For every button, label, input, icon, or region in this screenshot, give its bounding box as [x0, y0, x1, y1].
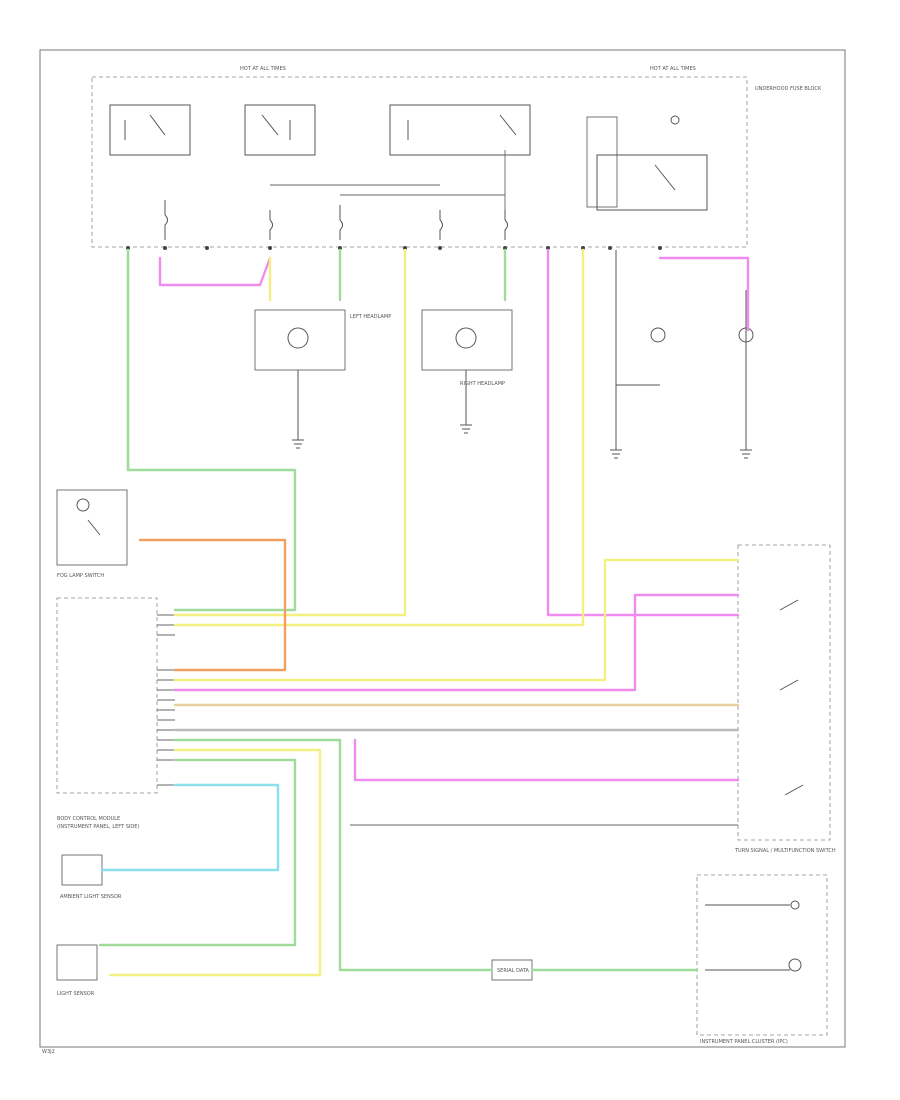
wire-pink-7: [173, 593, 740, 692]
ground-icon: [610, 449, 622, 459]
wire-yellow-10: [173, 248, 407, 617]
relay-group-2: [244, 104, 316, 156]
relay-coil-icon: [109, 104, 191, 156]
wire-yellow-11: [173, 248, 585, 627]
switch-icon: [76, 498, 90, 512]
bcm-sub-label: (INSTRUMENT PANEL, LEFT SIDE): [57, 824, 139, 830]
lamp-icon: [738, 327, 754, 343]
wire-pink-6: [546, 248, 740, 617]
lamp-icon: [650, 327, 666, 343]
underhood-fuse-block: [91, 76, 748, 248]
fog-relay-box: [586, 116, 618, 208]
wire-cyan-19: [100, 783, 280, 872]
right-headlamp-label: RIGHT HEADLAMP: [460, 381, 505, 387]
ground-group: [292, 250, 754, 459]
ground-icon: [460, 424, 472, 434]
wire-green-18: [98, 758, 297, 947]
sensor-module-box: [61, 854, 103, 886]
bcm-box: [56, 597, 158, 794]
fog-lamp-switch-label: FOG LAMP SWITCH: [57, 573, 104, 579]
wire-yellow-13: [108, 748, 322, 977]
bcm-label: BODY CONTROL MODULE: [57, 816, 120, 822]
underhood-box-label: UNDERHOOD FUSE BLOCK: [755, 86, 822, 92]
left-headlamp-box: [254, 309, 346, 371]
fuse-block-left-label: HOT AT ALL TIMES: [240, 66, 286, 72]
connector-dots: [126, 246, 662, 250]
sensor-module-label: AMBIENT LIGHT SENSOR: [60, 894, 122, 900]
ground-icon: [740, 449, 752, 459]
corner-tag: W3J2: [42, 1049, 55, 1055]
wire-pink-8: [353, 738, 740, 782]
ipc-label: INSTRUMENT PANEL CLUSTER (IPC): [700, 1039, 788, 1045]
ground-icon: [292, 439, 304, 449]
left-headlamp-label: LEFT HEADLAMP: [350, 314, 391, 320]
relay-group-3: [389, 104, 531, 156]
light-sensor-label: LIGHT SENSOR: [57, 991, 95, 997]
right-headlamp-box: [421, 309, 513, 371]
wire-yellow-12: [173, 558, 740, 682]
multifunction-label: TURN SIGNAL / MULTIFUNCTION SWITCH: [734, 848, 836, 854]
lamp-icon: [287, 327, 309, 349]
relay-coil-icon: [244, 104, 316, 156]
wire-orange-14: [138, 538, 287, 672]
light-sensor-box: [56, 944, 98, 981]
wire-pink-5: [658, 256, 750, 332]
ipc-box: [696, 874, 828, 1036]
fog-fuse-icon: [670, 115, 680, 125]
diagram-frame: [39, 49, 846, 1048]
wire-green-16: [173, 738, 494, 972]
lamp-icon: [455, 327, 477, 349]
fog-relay-coil: [596, 154, 708, 211]
fog-lamp-switch-box: [56, 489, 128, 566]
relay-coil-icon: [389, 104, 531, 156]
wire-layer: [98, 248, 750, 977]
fuse-block-right-label: HOT AT ALL TIMES: [650, 66, 696, 72]
ipc-internal: [705, 900, 802, 972]
multifunction-switches: [779, 599, 804, 796]
multifunction-switch-box: [737, 544, 831, 841]
relay-group-1: [109, 104, 191, 156]
wire-green-0: [126, 248, 297, 612]
bcm-pin-lines: [157, 614, 175, 786]
fuse-row: [164, 200, 508, 240]
data-link-label: SERIAL DATA: [497, 968, 530, 974]
wire-pink-4: [158, 256, 272, 287]
